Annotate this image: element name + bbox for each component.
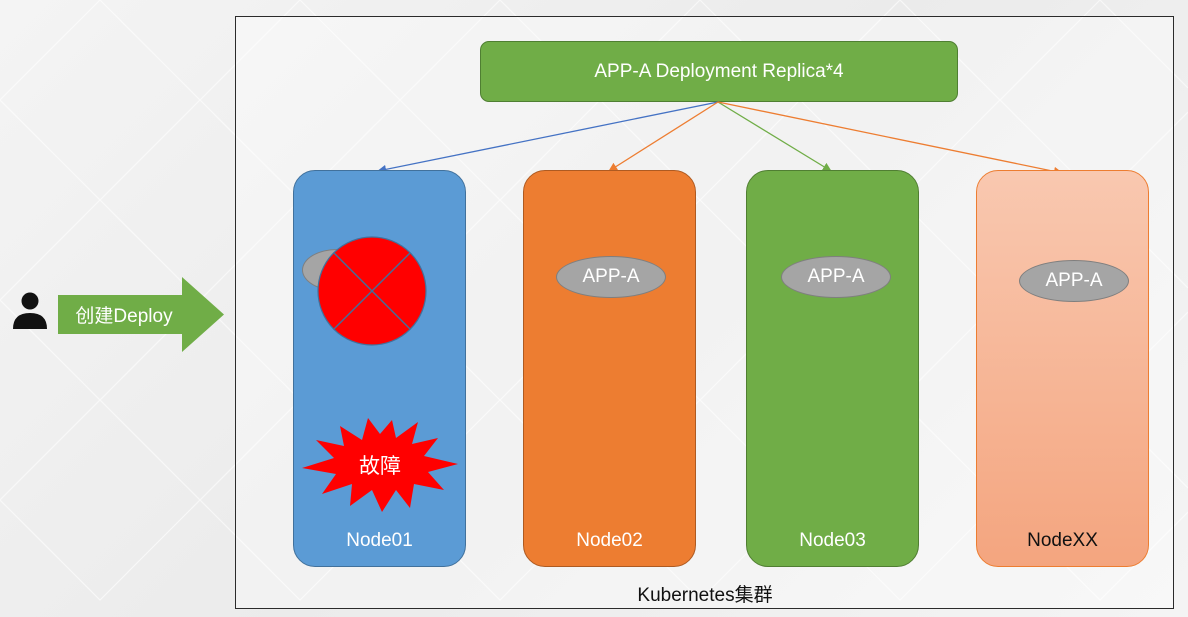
node01-label: Node01 bbox=[346, 530, 413, 551]
edge-to-node03 bbox=[717, 101, 832, 172]
person-icon bbox=[13, 292, 47, 329]
create-deploy-arrow bbox=[58, 277, 224, 352]
deployment-box: APP-A Deployment Replica*4 bbox=[480, 41, 958, 102]
nodexx-label: NodeXX bbox=[1027, 530, 1098, 551]
cluster-label: Kubernetes集群 bbox=[637, 585, 773, 606]
edge-to-node01 bbox=[377, 101, 719, 174]
fault-label: 故障 bbox=[359, 455, 401, 478]
node-nodexx: APP-A NodeXX bbox=[976, 170, 1149, 567]
node03-label: Node03 bbox=[799, 530, 866, 551]
node02-label: Node02 bbox=[576, 530, 643, 551]
create-deploy-label: 创建Deploy bbox=[75, 306, 173, 327]
fault-burst-icon bbox=[302, 418, 458, 512]
edge-to-nodexx bbox=[717, 101, 1063, 176]
nodexx-pod: APP-A bbox=[1019, 260, 1129, 302]
edge-to-node02 bbox=[608, 101, 719, 172]
node-node03: APP-A Node03 bbox=[746, 170, 919, 567]
node-node02: APP-A Node02 bbox=[523, 170, 696, 567]
node03-pod: APP-A bbox=[781, 256, 891, 298]
failed-pod-x-icon bbox=[317, 236, 427, 346]
node02-pod: APP-A bbox=[556, 256, 666, 298]
